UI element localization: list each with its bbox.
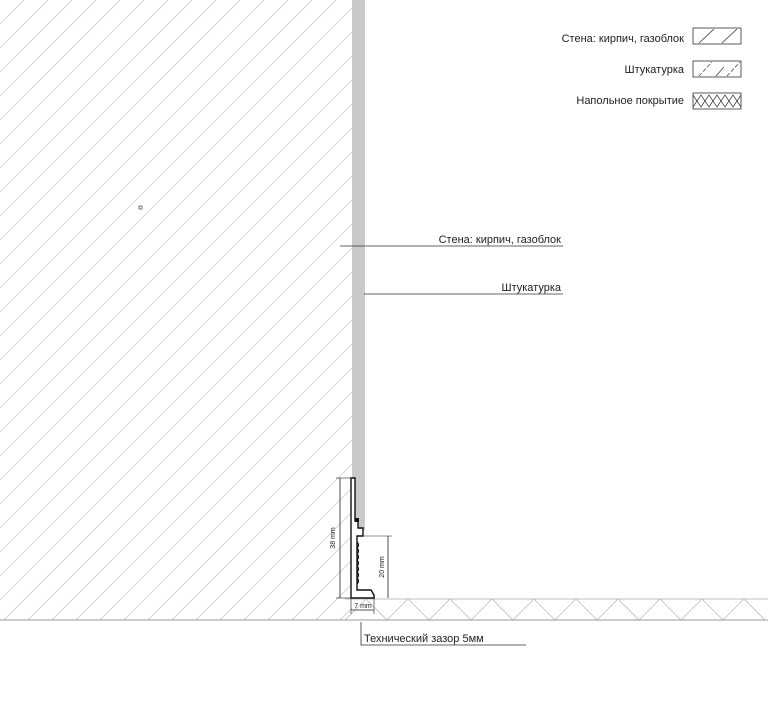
- wall-hatch-line: [0, 79, 352, 433]
- wall-hatch-line: [0, 0, 193, 193]
- dimension-depth: 7 mm: [350, 598, 375, 614]
- wall-hatch-line: [0, 0, 217, 217]
- floor-covering-hatch: [345, 599, 766, 620]
- callout-gap-leader: [360, 622, 526, 646]
- wall-mark: [138, 205, 143, 210]
- plaster-layer: [352, 0, 365, 530]
- wall-hatch-line: [0, 247, 352, 601]
- wall-hatch-line: [195, 463, 352, 620]
- dimension-total-height-label: 38 mm: [330, 527, 337, 549]
- wall-hatch-line: [147, 415, 352, 620]
- legend-swatch-plaster: [692, 60, 742, 78]
- wall-hatch-line: [0, 127, 352, 481]
- wall-hatch-line: [0, 0, 49, 49]
- skirting-clip-teeth: [356, 541, 360, 585]
- wall-hatch-line: [0, 0, 97, 97]
- dimension-depth-label: 7 mm: [354, 603, 372, 610]
- wall-hatch-line: [27, 295, 352, 620]
- wall-hatch-line: [0, 0, 145, 145]
- callout-plaster-label: Штукатурка: [501, 282, 561, 294]
- callout-wall-label: Стена: кирпич, газоблок: [439, 234, 562, 246]
- wall-hatch-line: [0, 0, 241, 241]
- dimension-inner-height: 20 mm: [363, 535, 392, 598]
- dimension-inner-height-label: 20 mm: [379, 556, 386, 578]
- legend-label-plaster: Штукатурка: [624, 64, 684, 76]
- wall-hatch-line: [219, 487, 352, 620]
- wall-hatch-line: [0, 0, 121, 121]
- wall-hatch-area: [0, 0, 352, 620]
- wall-hatch-line: [0, 175, 352, 529]
- wall-hatch-line: [0, 0, 313, 313]
- wall-hatch-line: [75, 343, 352, 620]
- wall-hatch-line: [3, 271, 352, 620]
- dimension-total-height: 38 mm: [330, 477, 352, 599]
- wall-hatch-line: [0, 199, 352, 553]
- legend-swatch-floor: [692, 92, 742, 110]
- wall-hatch-line: [99, 367, 352, 620]
- skirting-fixing-point: [355, 518, 359, 522]
- wall-hatch-line: [0, 0, 337, 337]
- wall-hatch-line: [0, 0, 169, 169]
- wall-hatch-line: [0, 31, 352, 385]
- legend-label-wall: Стена: кирпич, газоблок: [562, 33, 685, 45]
- wall-hatch-line: [0, 103, 352, 457]
- wall-hatch-line: [0, 151, 352, 505]
- wall-hatch-line: [0, 0, 289, 289]
- wall-hatch-line: [0, 223, 352, 577]
- wall-hatch-line: [0, 55, 352, 409]
- legend-label-floor: Напольное покрытие: [576, 95, 684, 107]
- legend: Стена: кирпич, газоблок Штукатурка Напол…: [562, 27, 742, 110]
- wall-hatch-line: [0, 0, 73, 73]
- wall-hatch-line: [0, 0, 265, 265]
- floor-hatch-line: [345, 599, 766, 620]
- wall-hatch-line: [123, 391, 352, 620]
- callout-gap-label: Технический зазор 5мм: [364, 633, 484, 645]
- legend-swatch-wall: [692, 27, 742, 45]
- wall-hatch-line: [51, 319, 352, 620]
- wall-hatch-line: [0, 7, 352, 361]
- wall-hatch-line: [243, 511, 352, 620]
- wall-hatch-line: [171, 439, 352, 620]
